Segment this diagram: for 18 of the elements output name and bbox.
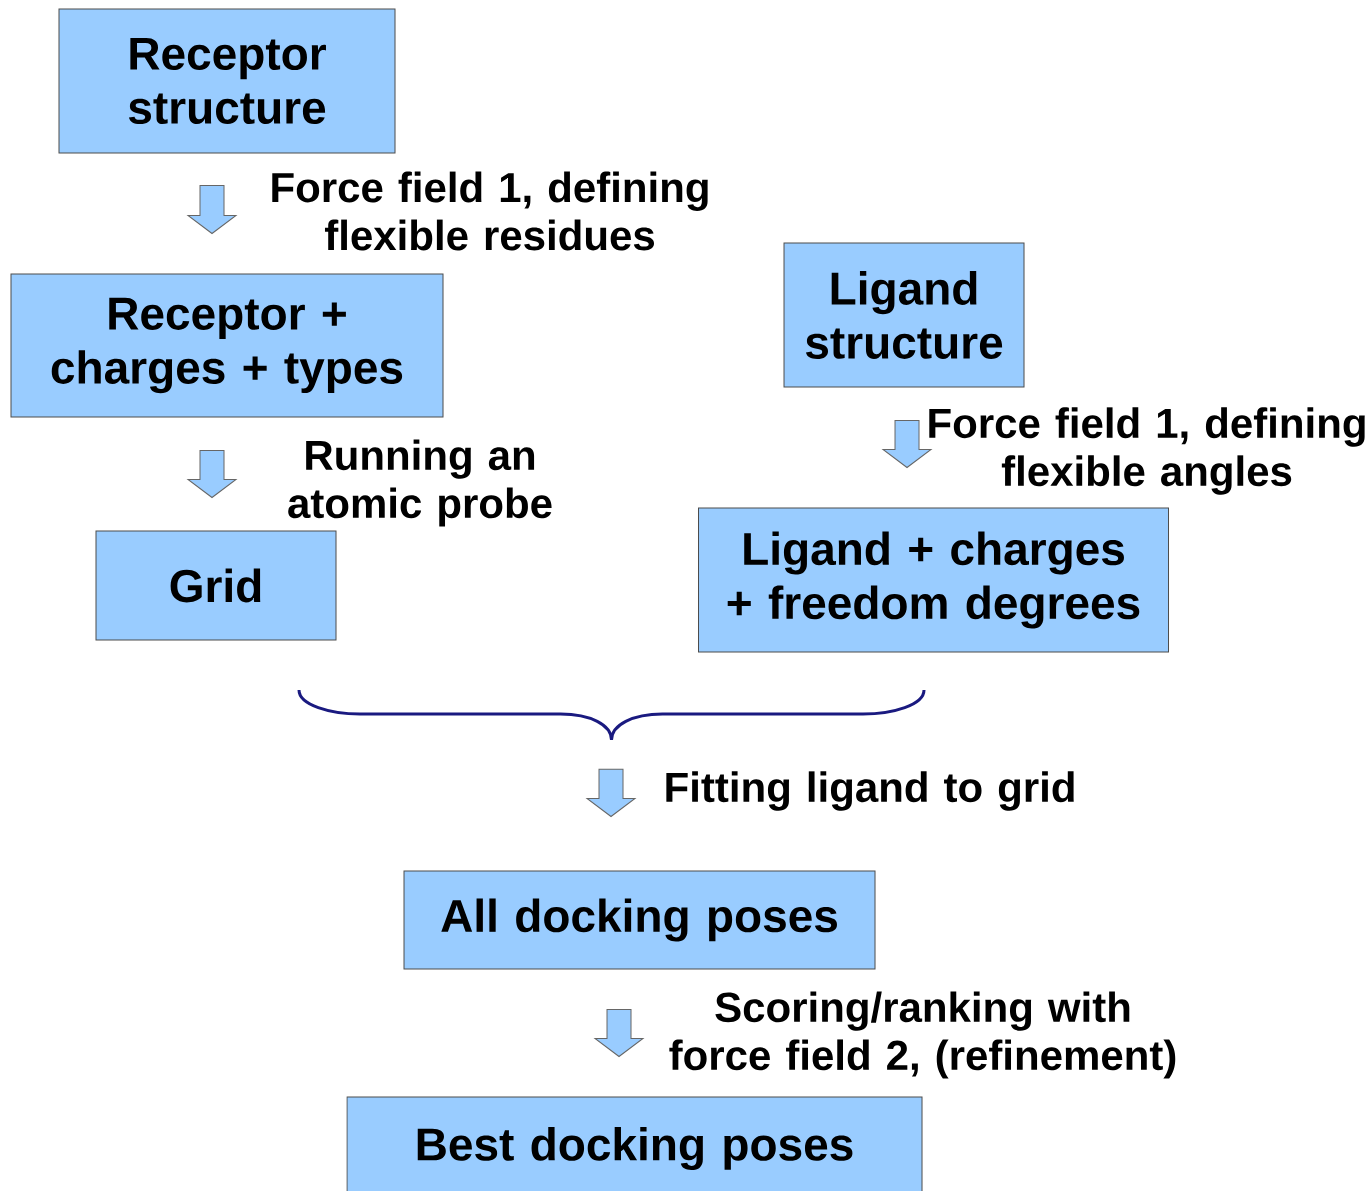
process-box: Receptor structure: [58, 8, 396, 154]
edge-label: Fitting ligand to grid: [666, 771, 1074, 811]
block-arrow: [187, 450, 237, 498]
block-arrow: [882, 420, 932, 468]
edge-label: Force field 1, defining flexible angles: [929, 407, 1365, 495]
block-arrow: [594, 1009, 644, 1057]
process-box: Grid: [95, 530, 337, 641]
edge-label: Force field 1, defining flexible residues: [272, 171, 708, 251]
edge-label: Running an atomic probe: [288, 439, 552, 527]
block-arrow: [586, 768, 636, 817]
process-box: Best docking poses: [346, 1096, 923, 1191]
process-box: All docking poses: [403, 870, 876, 970]
curly-brace: [297, 689, 926, 742]
process-box: Ligand structure: [783, 242, 1025, 388]
edge-label: Scoring/ranking with force field 2, (refinement): [669, 991, 1176, 1079]
block-arrow: [187, 185, 237, 234]
process-box: Receptor + charges + types: [10, 273, 444, 418]
process-box: Ligand + charges + freedom degrees: [698, 507, 1169, 653]
